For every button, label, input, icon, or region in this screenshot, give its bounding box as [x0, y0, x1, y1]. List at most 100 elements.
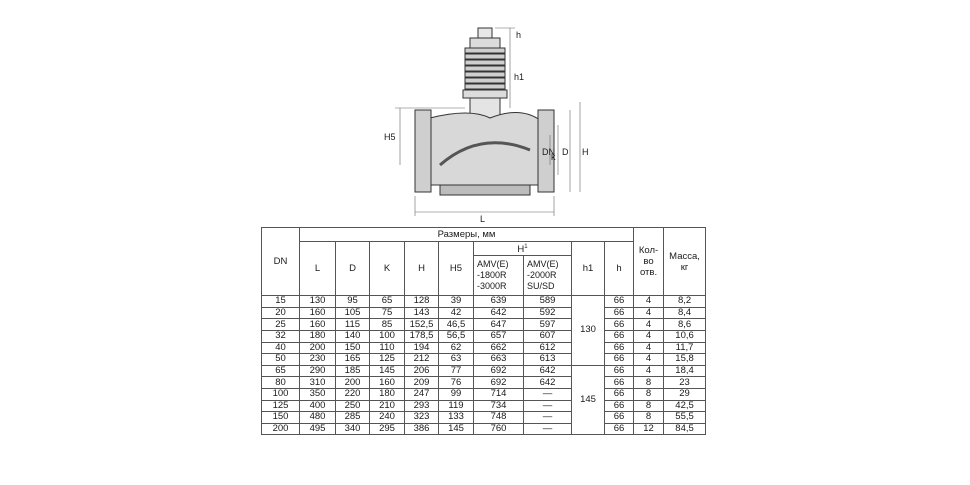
- cell-dn: 25: [261, 318, 300, 331]
- bellows: [464, 47, 506, 90]
- cell-H: 206: [404, 364, 439, 378]
- cell-dn: 32: [261, 329, 300, 343]
- cell-H5: 76: [438, 376, 474, 389]
- cell-dn: 100: [261, 387, 300, 401]
- cell-h: 66: [603, 387, 635, 401]
- cell-amv1: 714: [473, 387, 524, 401]
- header-H5: H5: [438, 240, 474, 297]
- cell-amv2: —: [523, 411, 572, 424]
- cell-H: 178,5: [404, 329, 439, 343]
- cell-H: 212: [404, 353, 439, 366]
- cell-D: 115: [335, 318, 370, 331]
- cell-dn: 40: [261, 341, 300, 355]
- cell-L: 310: [299, 376, 336, 389]
- cell-D: 150: [335, 341, 370, 355]
- cell-dn: 65: [261, 364, 300, 378]
- cell-qty: 4: [633, 341, 665, 355]
- cell-H: 143: [404, 306, 439, 320]
- cell-H5: 46,5: [438, 318, 474, 331]
- cell-h: 66: [603, 422, 635, 436]
- cell-h: 66: [603, 376, 635, 389]
- cell-K: 240: [369, 411, 405, 424]
- cell-mass: 8,4: [663, 306, 707, 320]
- cell-D: 140: [335, 329, 370, 343]
- cell-amv2: 592: [523, 306, 572, 320]
- cell-qty: 8: [633, 411, 665, 424]
- cell-amv2: 642: [523, 364, 572, 378]
- cell-qty: 8: [633, 387, 665, 401]
- cell-L: 400: [299, 399, 336, 413]
- cell-mass: 15,8: [663, 353, 707, 366]
- cell-K: 75: [369, 306, 405, 320]
- label-k: k: [551, 152, 556, 162]
- cell-L: 160: [299, 306, 336, 320]
- cell-H5: 63: [438, 353, 474, 366]
- cell-mass: 84,5: [663, 422, 707, 436]
- cell-K: 65: [369, 295, 405, 308]
- cell-L: 350: [299, 387, 336, 401]
- label-h1: h1: [514, 72, 524, 82]
- cell-K: 180: [369, 387, 405, 401]
- cell-h: 66: [603, 306, 635, 320]
- cell-H: 247: [404, 387, 439, 401]
- cell-amv2: —: [523, 422, 572, 436]
- cell-amv2: 597: [523, 318, 572, 331]
- cell-D: 200: [335, 376, 370, 389]
- cell-amv2: 613: [523, 353, 572, 366]
- cell-qty: 8: [633, 399, 665, 413]
- cell-amv2: 607: [523, 329, 572, 343]
- cell-H5: 145: [438, 422, 474, 436]
- cell-K: 210: [369, 399, 405, 413]
- cell-H5: 133: [438, 411, 474, 424]
- bonnet-flange: [462, 89, 508, 99]
- header-dn: DN: [261, 226, 300, 297]
- cell-L: 480: [299, 411, 336, 424]
- cell-H: 323: [404, 411, 439, 424]
- cell-H: 194: [404, 341, 439, 355]
- cell-qty: 4: [633, 329, 665, 343]
- header-h1: h1: [571, 240, 605, 297]
- header-K: K: [369, 240, 405, 297]
- cell-mass: 23: [663, 376, 707, 389]
- cell-amv1: 692: [473, 364, 524, 378]
- cell-h: 66: [603, 341, 635, 355]
- cell-D: 220: [335, 387, 370, 401]
- cell-dn: 50: [261, 353, 300, 366]
- cell-K: 295: [369, 422, 405, 436]
- cell-D: 250: [335, 399, 370, 413]
- header-mass: Масса,кг: [663, 226, 707, 297]
- cell-mass: 42,5: [663, 399, 707, 413]
- cell-H5: 39: [438, 295, 474, 308]
- cell-mass: 10,6: [663, 329, 707, 343]
- cell-qty: 4: [633, 364, 665, 378]
- cell-amv2: —: [523, 399, 572, 413]
- cell-H5: 119: [438, 399, 474, 413]
- cell-L: 160: [299, 318, 336, 331]
- left-flange: [414, 109, 432, 193]
- label-L: L: [480, 214, 485, 224]
- cell-dn: 20: [261, 306, 300, 320]
- cell-amv2: 612: [523, 341, 572, 355]
- cell-amv1: 748: [473, 411, 524, 424]
- cell-H: 209: [404, 376, 439, 389]
- cell-D: 95: [335, 295, 370, 308]
- cell-L: 290: [299, 364, 336, 378]
- cell-amv1: 647: [473, 318, 524, 331]
- cell-qty: 4: [633, 318, 665, 331]
- cell-mass: 8,2: [663, 295, 707, 308]
- cell-K: 145: [369, 364, 405, 378]
- cell-amv1: 642: [473, 306, 524, 320]
- header-H: H: [404, 240, 439, 297]
- cell-amv2: —: [523, 387, 572, 401]
- cell-qty: 4: [633, 353, 665, 366]
- cell-amv2: 642: [523, 376, 572, 389]
